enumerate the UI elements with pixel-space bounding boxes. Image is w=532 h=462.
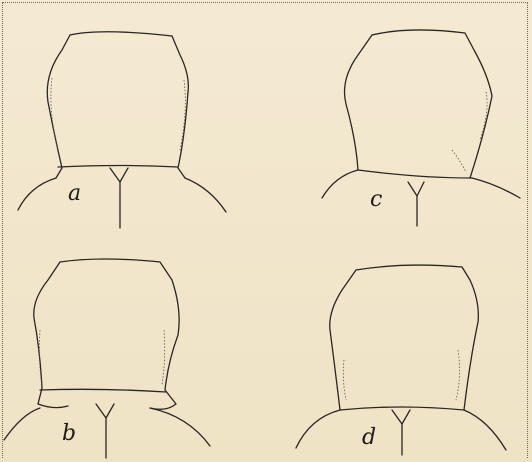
- figure-d-drawing: d: [296, 265, 506, 455]
- figure-b-label: b: [62, 421, 76, 446]
- figure-b-drawing: b: [4, 259, 210, 458]
- figure-a-label: a: [68, 181, 81, 206]
- figure-c-label: c: [370, 187, 382, 212]
- figure-d-label: d: [362, 425, 376, 450]
- figure-a-drawing: a: [18, 32, 226, 228]
- figure-c-drawing: c: [322, 30, 520, 226]
